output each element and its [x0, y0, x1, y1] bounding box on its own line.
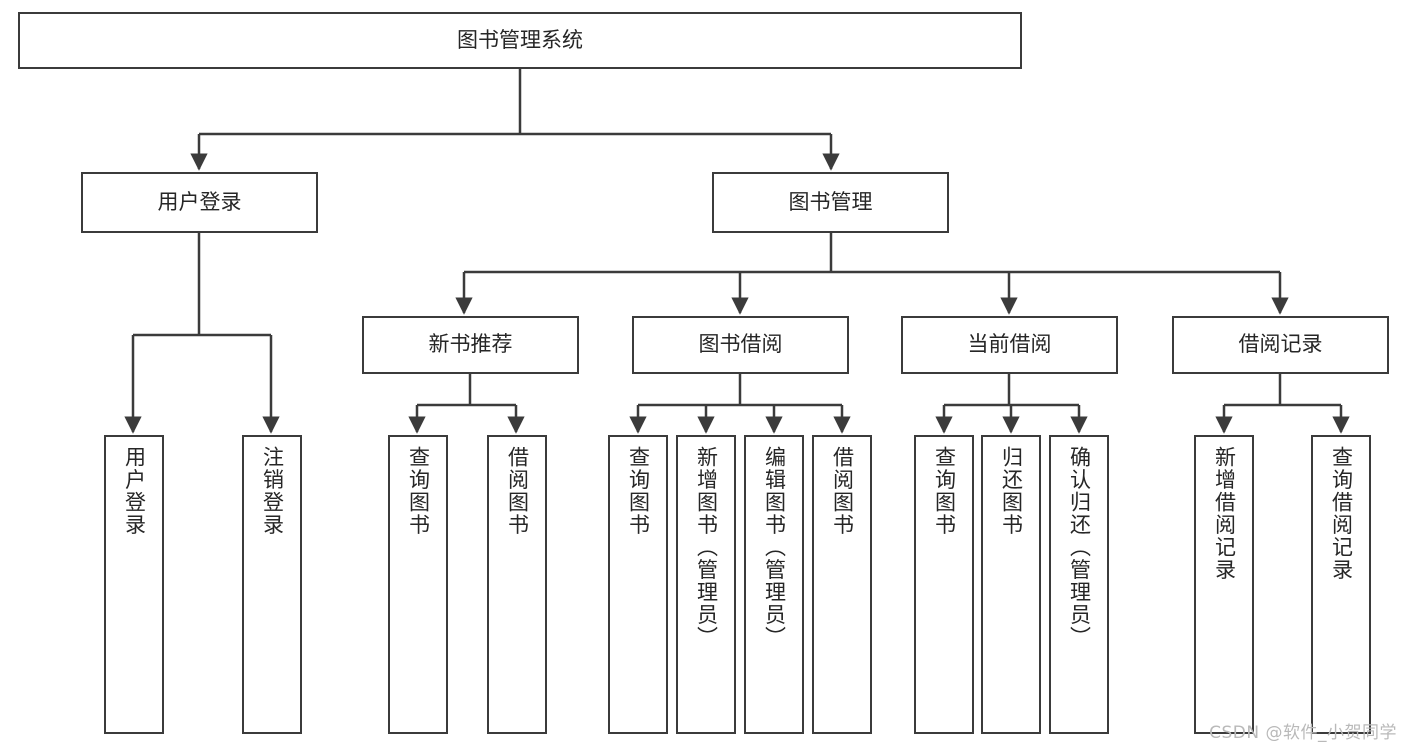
node-book-borrow-label: 图书借阅 [698, 332, 783, 357]
node-leaf-edit-book[interactable]: 编辑图书（管理员） [744, 435, 804, 734]
node-leaf-borrow-book-2-label: 借阅图书 [830, 446, 855, 536]
node-leaf-add-book-label: 新增图书（管理员） [694, 446, 719, 649]
node-leaf-query-book-1[interactable]: 查询图书 [388, 435, 448, 734]
node-user-login-label: 用户登录 [157, 189, 242, 214]
node-leaf-query-record[interactable]: 查询借阅记录 [1311, 435, 1371, 734]
node-leaf-query-book-2[interactable]: 查询图书 [608, 435, 668, 734]
node-leaf-borrow-book-2[interactable]: 借阅图书 [812, 435, 872, 734]
node-leaf-add-book[interactable]: 新增图书（管理员） [676, 435, 736, 734]
node-borrow-record[interactable]: 借阅记录 [1172, 316, 1389, 374]
node-user-login[interactable]: 用户登录 [81, 172, 318, 233]
node-new-book-recommend-label: 新书推荐 [428, 332, 513, 357]
node-leaf-borrow-book-1-label: 借阅图书 [505, 446, 530, 536]
node-current-borrow-label: 当前借阅 [967, 332, 1052, 357]
node-leaf-return-book[interactable]: 归还图书 [981, 435, 1041, 734]
csdn-watermark: CSDN @软件_小贺同学 [1209, 723, 1397, 743]
node-borrow-record-label: 借阅记录 [1238, 332, 1323, 357]
node-leaf-edit-book-label: 编辑图书（管理员） [762, 446, 787, 649]
node-leaf-confirm-return-label: 确认归还（管理员） [1067, 446, 1092, 649]
node-current-borrow[interactable]: 当前借阅 [901, 316, 1118, 374]
node-leaf-query-book-2-label: 查询图书 [626, 446, 651, 536]
node-root[interactable]: 图书管理系统 [18, 12, 1022, 69]
node-leaf-user-logout-label: 注销登录 [260, 446, 285, 536]
node-root-label: 图书管理系统 [457, 27, 583, 52]
node-leaf-query-book-3-label: 查询图书 [932, 446, 957, 536]
node-book-manage-label: 图书管理 [788, 189, 873, 214]
node-leaf-user-login-label: 用户登录 [122, 446, 147, 536]
node-leaf-query-book-3[interactable]: 查询图书 [914, 435, 974, 734]
node-leaf-query-record-label: 查询借阅记录 [1329, 446, 1354, 581]
node-leaf-add-record-label: 新增借阅记录 [1212, 446, 1237, 581]
node-leaf-user-logout[interactable]: 注销登录 [242, 435, 302, 734]
node-leaf-query-book-1-label: 查询图书 [406, 446, 431, 536]
node-leaf-borrow-book-1[interactable]: 借阅图书 [487, 435, 547, 734]
node-leaf-return-book-label: 归还图书 [999, 446, 1024, 536]
node-leaf-confirm-return[interactable]: 确认归还（管理员） [1049, 435, 1109, 734]
node-leaf-user-login[interactable]: 用户登录 [104, 435, 164, 734]
node-leaf-add-record[interactable]: 新增借阅记录 [1194, 435, 1254, 734]
node-book-borrow[interactable]: 图书借阅 [632, 316, 849, 374]
node-new-book-recommend[interactable]: 新书推荐 [362, 316, 579, 374]
node-book-manage[interactable]: 图书管理 [712, 172, 949, 233]
